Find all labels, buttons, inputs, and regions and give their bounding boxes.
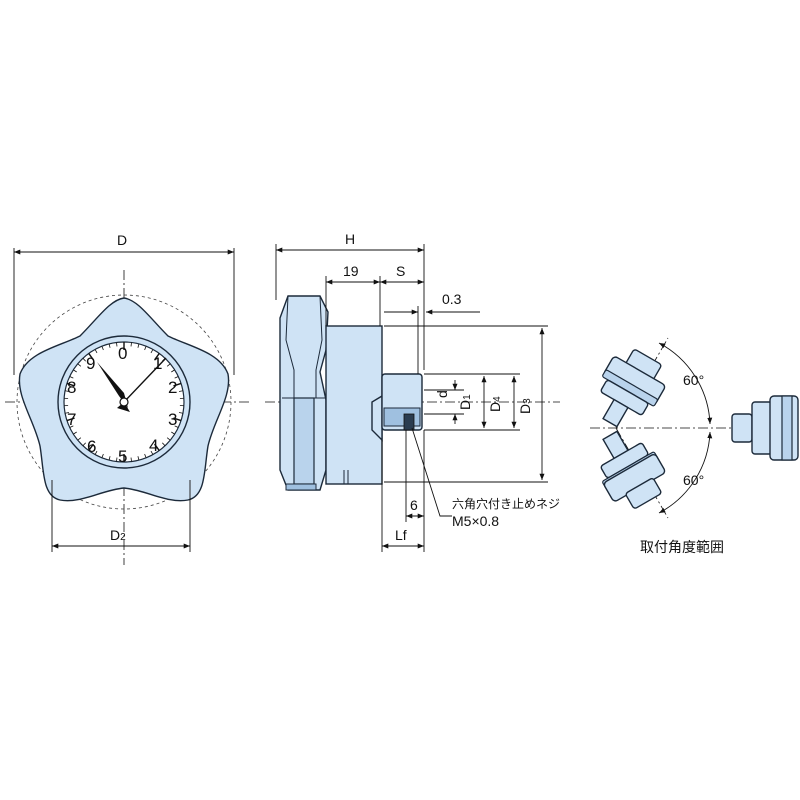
- knob-position-straight: [731, 395, 799, 461]
- dial-number-2: 2: [168, 378, 177, 397]
- label-H: H: [345, 231, 355, 247]
- dial-tick: [130, 342, 132, 347]
- dial-tick: [69, 376, 74, 379]
- set-screw: [403, 413, 415, 431]
- label-6: 6: [410, 497, 418, 513]
- label-D4: D4: [487, 396, 503, 412]
- label-D3: D3: [517, 398, 533, 414]
- dial-tick: [64, 390, 70, 392]
- dial-tick: [69, 425, 74, 428]
- dial-tick: [94, 450, 98, 455]
- knob-position-lower: [600, 430, 666, 509]
- outer-diameter-circle: [16, 294, 232, 510]
- dial-tick: [150, 349, 154, 354]
- long-hand: [123, 357, 167, 403]
- dial-tick: [178, 390, 184, 392]
- dial-number-9: 9: [86, 354, 95, 373]
- dial-number-3: 3: [168, 410, 177, 429]
- dial-ticks: [64, 342, 184, 462]
- dial-number-8: 8: [67, 378, 76, 397]
- label-D1: D1: [457, 394, 473, 410]
- knob-position-upper: [600, 349, 666, 428]
- dial-tick: [144, 453, 147, 458]
- dial-tick: [162, 442, 166, 447]
- dial-tick: [108, 343, 111, 348]
- angle-caption: 取付角度範囲: [640, 539, 724, 556]
- dial-tick: [108, 456, 111, 461]
- dial-tick: [166, 363, 171, 367]
- angle-view: 60° 60° 取付角度範囲: [590, 337, 800, 556]
- dial-number-0: 0: [118, 344, 127, 363]
- dial-tick: [101, 346, 104, 351]
- angle-label-top: 60°: [683, 372, 704, 388]
- label-d: d: [434, 390, 450, 398]
- short-hand: [97, 362, 128, 408]
- screw-note-line1: 六角穴付き止めネジ: [452, 496, 560, 511]
- dial-tick: [174, 376, 179, 379]
- dial-tick: [137, 456, 140, 461]
- long-hand-tail: [117, 402, 130, 412]
- label-S: S: [396, 263, 405, 279]
- label-19: 19: [343, 263, 359, 279]
- dial-tick: [173, 417, 182, 422]
- dial-tick: [66, 382, 75, 387]
- dial-tick: [144, 346, 147, 351]
- dial-number-4: 4: [149, 436, 158, 455]
- side-view: H 19 S 0.3 d D1 D4 D3 6: [265, 231, 560, 552]
- dial-number-5: 5: [118, 447, 127, 466]
- label-Lf: Lf: [395, 527, 407, 543]
- label-D2: D2: [110, 527, 126, 543]
- dial-tick: [171, 369, 175, 373]
- dial-tick: [64, 412, 70, 414]
- dial-tick: [174, 425, 179, 428]
- dial-number-7: 7: [67, 410, 76, 429]
- screw-note-line2: M5×0.8: [452, 513, 499, 529]
- dial-tick: [130, 457, 132, 462]
- dial-tick: [94, 349, 98, 354]
- dial-tick: [173, 382, 182, 387]
- dial-tick: [116, 342, 118, 347]
- dial-number-1: 1: [153, 354, 162, 373]
- dial-tick: [153, 443, 160, 451]
- label-0.3: 0.3: [442, 291, 462, 307]
- dial-tick: [101, 453, 104, 458]
- front-view: 0 1 2 3 4 5 6 7 8 9 D D2: [5, 232, 250, 565]
- dial-tick: [166, 437, 171, 441]
- dial-tick: [116, 457, 118, 462]
- dial-tick: [77, 437, 82, 441]
- dial-tick: [66, 417, 75, 422]
- dial-tick: [88, 443, 95, 451]
- dial-tick: [73, 431, 77, 435]
- dial-tick: [153, 353, 160, 361]
- dial-tick: [137, 343, 140, 348]
- dial-tick: [82, 442, 86, 447]
- dial-tick: [73, 369, 77, 373]
- angle-arc-top: [658, 342, 713, 425]
- dial-tick: [82, 357, 86, 362]
- angle-label-bottom: 60°: [683, 472, 704, 488]
- dial-tick: [88, 353, 95, 361]
- dial-tick: [178, 412, 184, 414]
- label-D: D: [117, 232, 127, 248]
- angle-arc-bottom: [658, 431, 713, 514]
- dial-number-6: 6: [87, 437, 96, 456]
- dial-tick: [77, 363, 82, 367]
- hand-pivot: [119, 397, 129, 407]
- dial-tick: [171, 431, 175, 435]
- dial-tick: [150, 450, 154, 455]
